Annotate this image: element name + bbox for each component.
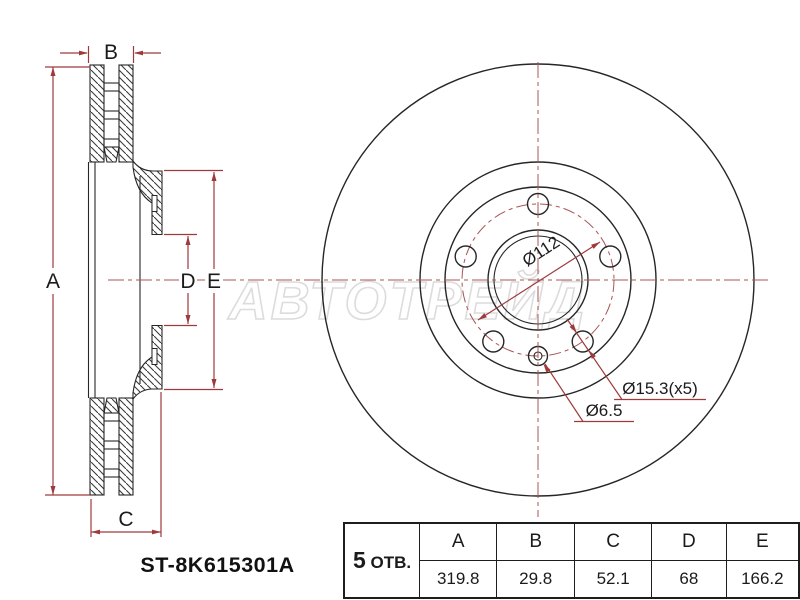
header-E: E (725, 522, 800, 561)
value-E: 166.2 (725, 560, 800, 599)
header-D: D (651, 522, 727, 561)
value-C: 52.1 (574, 560, 653, 599)
holes-unit: ОТВ. (370, 553, 412, 572)
dim-label-A: A (46, 270, 60, 293)
value-D: 68 (651, 560, 727, 599)
callout-set-screw-diameter: Ø6.5 (586, 401, 623, 420)
value-B: 29.8 (496, 560, 576, 599)
holes-count-cell: 5 ОТВ. (343, 522, 421, 599)
spec-table-header-row: 5 ОТВ. A B C D E (343, 522, 800, 599)
dim-label-E: E (207, 270, 221, 293)
holes-count: 5 (353, 547, 366, 573)
watermark-text: АВТОТРЕЙД (227, 269, 588, 331)
section-view (87, 64, 163, 496)
section-top-half (89, 64, 163, 236)
part-number: ST-8K615301A (140, 553, 295, 577)
spec-table-value-row: 319.8 29.8 52.1 68 166.2 (344, 560, 800, 599)
dim-label-D: D (180, 270, 195, 293)
header-C: C (574, 522, 653, 561)
spec-table: 5 ОТВ. A B C D E 319.8 29.8 52.1 68 166.… (343, 522, 800, 599)
dim-label-B: B (104, 41, 118, 64)
dim-label-C: C (118, 508, 133, 531)
value-A: 319.8 (419, 560, 498, 599)
section-bottom-half (89, 324, 163, 496)
header-A: A (419, 522, 498, 561)
header-B: B (496, 522, 576, 561)
callout-bolt-hole-diameter: Ø15.3(x5) (622, 379, 698, 398)
dimension-lines (45, 46, 706, 537)
